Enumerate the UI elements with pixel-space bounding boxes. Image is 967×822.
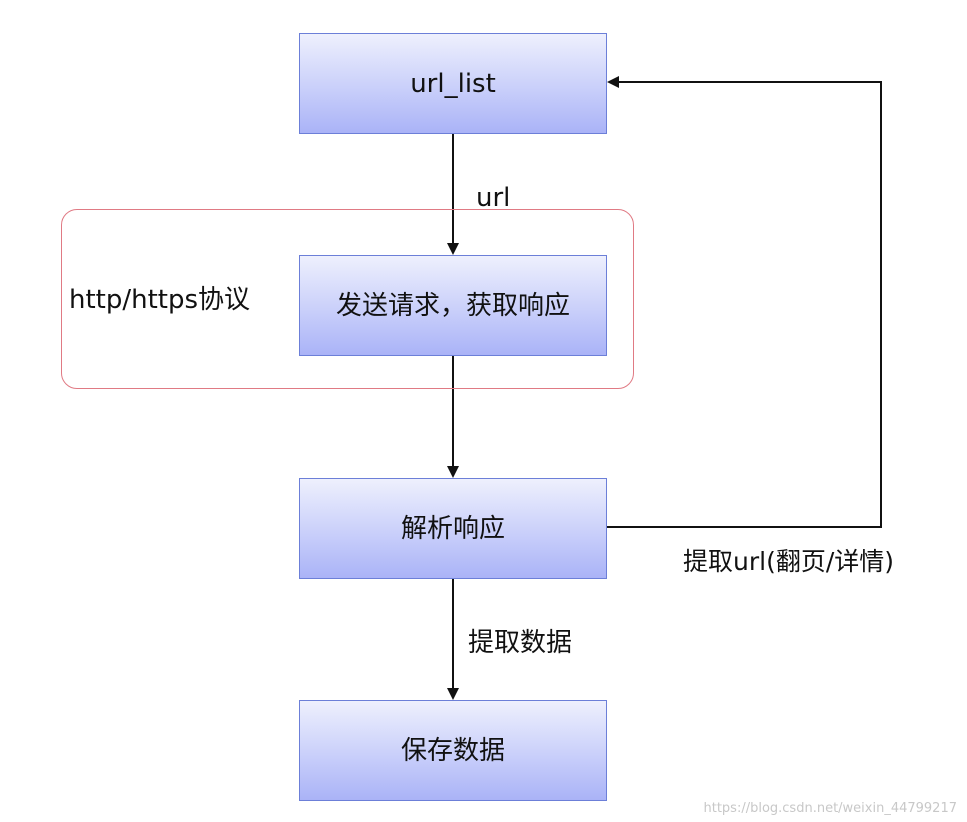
parse-response-node: 解析响应 <box>299 478 607 579</box>
http-protocol-group <box>61 209 634 389</box>
url-list-node-label: url_list <box>410 68 496 99</box>
protocol-group-label: http/https协议 <box>69 285 251 315</box>
parse-response-node-label: 解析响应 <box>400 513 505 544</box>
url-list-node: url_list <box>299 33 607 134</box>
edge-label-url: url <box>476 183 511 213</box>
send-request-node: 发送请求，获取响应 <box>299 255 607 356</box>
edge-label-extract-url: 提取url(翻页/详情) <box>683 547 894 576</box>
edge-label-extract-data: 提取数据 <box>468 628 573 658</box>
save-data-node-label: 保存数据 <box>400 735 505 766</box>
send-request-node-label: 发送请求，获取响应 <box>335 290 570 321</box>
watermark: https://blog.csdn.net/weixin_44799217 <box>703 801 957 816</box>
arrow-parse-response-loop-to-url-list <box>607 76 882 528</box>
save-data-node: 保存数据 <box>299 700 607 801</box>
